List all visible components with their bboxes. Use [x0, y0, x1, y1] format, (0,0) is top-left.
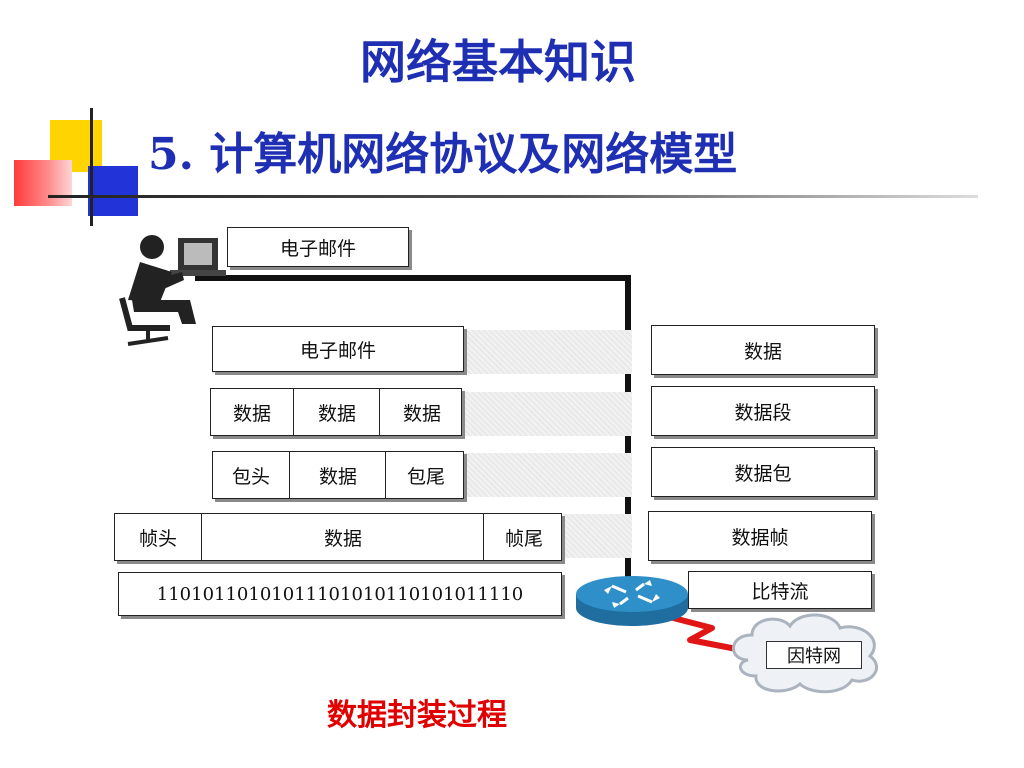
- frame-trailer-cell: 帧尾: [483, 514, 564, 560]
- email-top-label: 电子邮件: [279, 237, 356, 260]
- frame-header-cell: 帧头: [138, 527, 177, 550]
- right-data-label: 数据: [743, 340, 782, 363]
- deco-horizontal-line: [48, 195, 978, 198]
- frame-row: 帧头 数据 帧尾: [114, 513, 562, 561]
- person-at-computer-icon: [119, 235, 226, 346]
- bitstream-label: 11010110101011101010110101011110: [156, 583, 524, 605]
- data-row: 数据 数据 数据: [210, 388, 462, 436]
- right-frame-box: 数据帧: [648, 511, 872, 561]
- right-packet-box: 数据包: [651, 447, 875, 497]
- email-box: 电子邮件: [212, 326, 464, 372]
- frame-data-cell: 数据: [201, 514, 484, 560]
- right-segment-label: 数据段: [734, 401, 792, 424]
- page-title: 网络基本知识: [360, 35, 636, 89]
- page-subtitle: 5. 计算机网络协议及网络模型: [148, 129, 738, 180]
- right-packet-label: 数据包: [734, 462, 792, 485]
- packet-row: 包头 数据 包尾: [212, 451, 464, 499]
- deco-blue-square: [88, 166, 138, 216]
- email-label: 电子邮件: [299, 339, 376, 362]
- internet-label: 因特网: [766, 641, 862, 669]
- packet-data-cell: 数据: [289, 452, 386, 498]
- data-cell-2: 数据: [293, 389, 380, 435]
- data-cell-3: 数据: [379, 389, 464, 435]
- bitstream-box: 11010110101011101010110101011110: [118, 572, 562, 616]
- right-data-box: 数据: [651, 325, 875, 375]
- right-segment-box: 数据段: [651, 386, 875, 436]
- data-cell-1: 数据: [232, 402, 271, 425]
- packet-header-cell: 包头: [231, 465, 270, 488]
- red-link: [649, 609, 753, 655]
- right-frame-label: 数据帧: [731, 526, 789, 549]
- right-bitstream-box: 比特流: [688, 571, 872, 609]
- packet-trailer-cell: 包尾: [385, 452, 466, 498]
- deco-red-square: [14, 160, 72, 206]
- email-top-box: 电子邮件: [227, 227, 409, 267]
- right-bitstream-label: 比特流: [751, 580, 809, 603]
- router-icon: [576, 576, 688, 626]
- deco-vertical-line: [90, 108, 93, 226]
- diagram-caption: 数据封装过程: [327, 698, 507, 733]
